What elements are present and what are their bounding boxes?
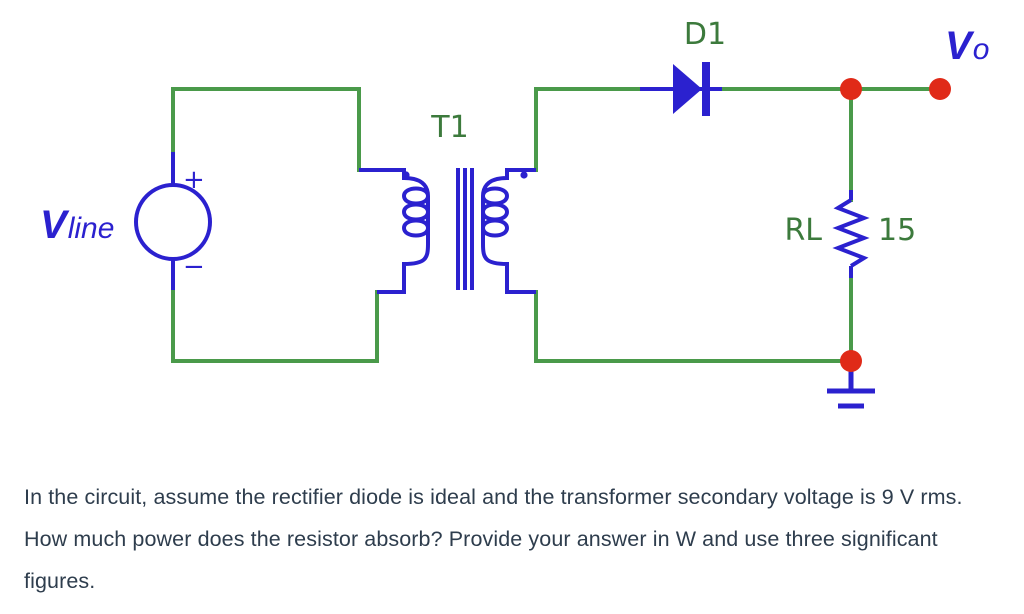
node-output-junction: [840, 78, 862, 100]
wire-secondary-top-left: [534, 87, 642, 172]
node-output-terminal: [929, 78, 951, 100]
wire-primary-bottom: [171, 268, 379, 363]
transformer-label: T1: [430, 110, 468, 145]
transformer-secondary-winding: [480, 168, 536, 294]
voltage-source: [134, 152, 212, 290]
circuit-schematic-svg: + − Vline T1 D1: [40, 17, 989, 409]
source-label: Vline: [40, 203, 114, 247]
source-circle: [134, 183, 212, 261]
wires-green: [171, 87, 943, 363]
output-label-sub: o: [973, 33, 990, 66]
source-minus-sign: −: [183, 252, 205, 282]
diode: [640, 62, 722, 116]
question-text: In the circuit, assume the rectifier dio…: [24, 485, 963, 593]
output-label-main: V: [945, 24, 975, 68]
wire-secondary-bottom: [534, 290, 853, 363]
resistor: [832, 190, 870, 278]
diode-cathode-bar: [702, 62, 710, 116]
question-block: In the circuit, assume the rectifier dio…: [0, 440, 1024, 602]
source-label-sub: line: [68, 212, 115, 245]
resistor-value: 15: [878, 213, 916, 248]
transformer-primary-dot: [402, 171, 410, 179]
transformer: [359, 168, 536, 294]
wire-primary-top: [171, 87, 361, 172]
resistor-label: RL: [784, 213, 822, 248]
junction-nodes: [840, 78, 951, 372]
diode-label: D1: [684, 17, 726, 52]
node-ground-junction: [840, 350, 862, 372]
output-label: Vo: [945, 24, 989, 68]
circuit-schematic: + − Vline T1 D1: [40, 17, 989, 409]
source-plus-sign: +: [183, 165, 205, 195]
source-label-main: V: [40, 203, 70, 247]
diode-triangle: [673, 64, 702, 114]
resistor-zigzag: [832, 198, 870, 268]
transformer-secondary-dot: [520, 171, 528, 179]
transformer-primary-winding: [359, 168, 431, 294]
